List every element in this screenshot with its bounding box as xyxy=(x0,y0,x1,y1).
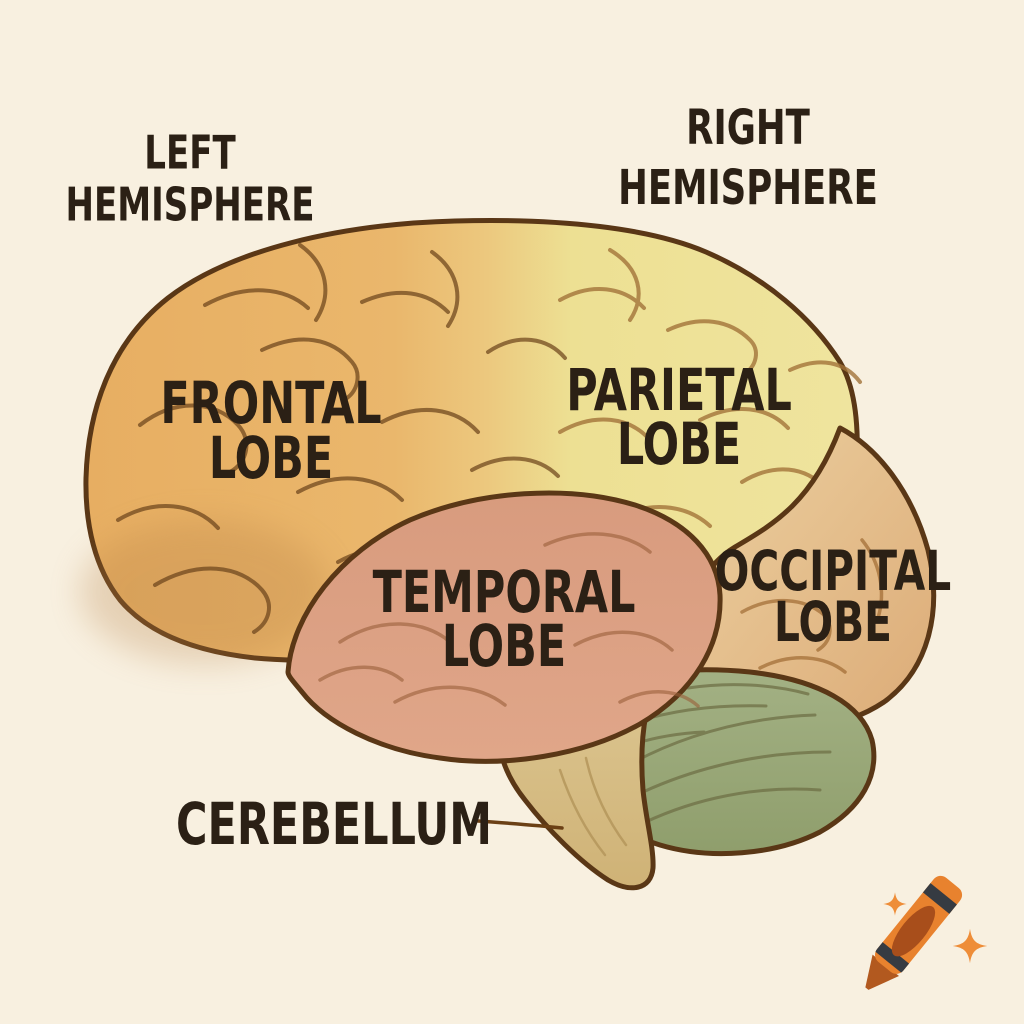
label-right-hemisphere: RIGHT HEMISPHERE xyxy=(618,98,878,218)
brain-stem-streaks xyxy=(558,756,628,857)
label-occipital-lobe: OCCIPITAL LOBE xyxy=(714,538,952,654)
label-frontal-lobe-line1: FRONTAL xyxy=(160,368,382,437)
label-left-hemisphere-line1: LEFT xyxy=(144,125,236,180)
temporal-sulci xyxy=(318,532,700,708)
sparkle-icon xyxy=(883,892,907,916)
label-frontal-lobe: FRONTAL LOBE xyxy=(160,368,382,492)
crayon-stripe-front xyxy=(874,941,910,974)
crayon-stripe-back xyxy=(922,882,958,915)
label-right-hemisphere-line1: RIGHT xyxy=(686,100,810,156)
crayon-logo xyxy=(865,875,988,990)
label-cerebellum-line1: CEREBELLUM xyxy=(176,790,492,858)
label-parietal-lobe-line1: PARIETAL xyxy=(566,356,792,425)
label-parietal-lobe-line2: LOBE xyxy=(616,410,742,478)
sparkle-icon xyxy=(952,928,988,964)
label-temporal-lobe-line2: LOBE xyxy=(441,612,567,680)
label-right-hemisphere-line2: HEMISPHERE xyxy=(618,160,878,216)
label-occipital-lobe-line1: OCCIPITAL xyxy=(714,538,952,603)
frontal-shading xyxy=(80,520,330,664)
cerebellum-leader-line xyxy=(476,819,564,830)
label-temporal-lobe-line1: TEMPORAL xyxy=(372,558,636,627)
label-occipital-lobe-line2: LOBE xyxy=(774,590,892,654)
temporal-lobe-shape xyxy=(285,490,723,764)
crayon-label-oval xyxy=(891,905,936,957)
occipital-sulci xyxy=(740,538,884,674)
label-temporal-lobe: TEMPORAL LOBE xyxy=(372,558,636,680)
label-parietal-lobe: PARIETAL LOBE xyxy=(566,356,792,478)
label-left-hemisphere-line2: HEMISPHERE xyxy=(65,177,315,231)
label-left-hemisphere: LEFT HEMISPHERE xyxy=(66,127,315,230)
label-cerebellum: CEREBELLUM xyxy=(176,795,492,853)
crayon-tip xyxy=(865,954,900,990)
label-frontal-lobe-line2: LOBE xyxy=(208,424,334,492)
